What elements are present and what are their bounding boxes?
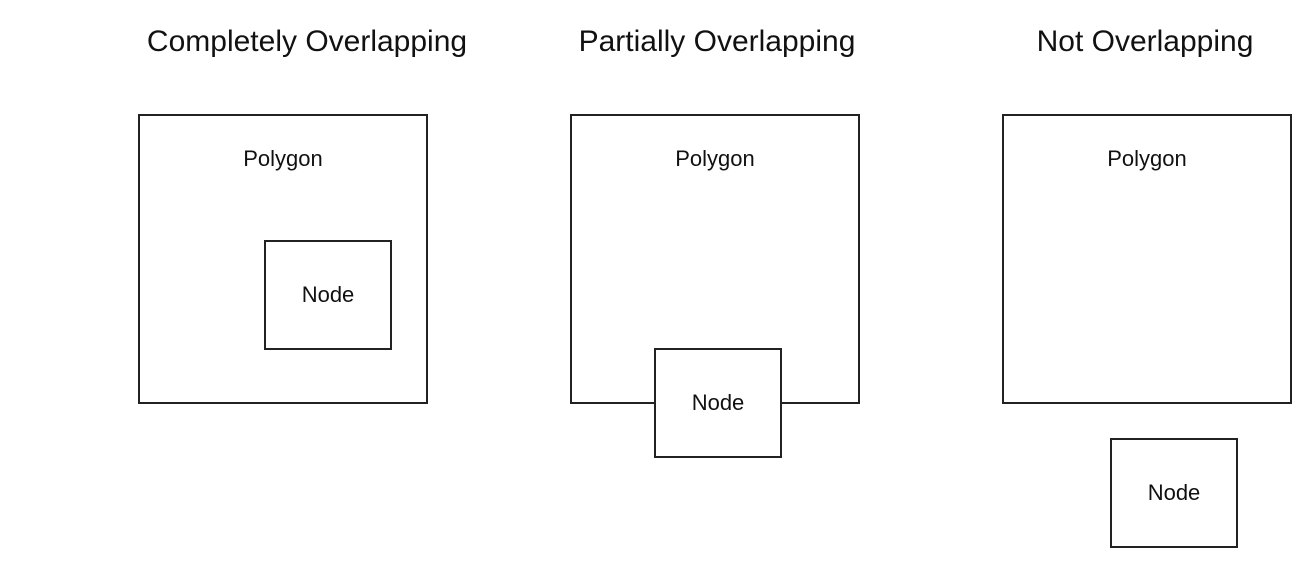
panel-title-not-overlapping: Not Overlapping (1036, 25, 1254, 58)
node-not-overlapping: Node (1110, 438, 1238, 548)
polygon-not-overlapping: Polygon (1002, 114, 1292, 404)
polygon-label: Polygon (675, 146, 755, 171)
polygon-label: Polygon (1107, 146, 1187, 171)
panel-title-completely-overlapping: Completely Overlapping (146, 25, 468, 58)
polygon-label: Polygon (243, 146, 323, 171)
node-partially-overlapping: Node (654, 348, 782, 458)
panel-title-partially-overlapping: Partially Overlapping (578, 25, 856, 58)
node-completely-overlapping: Node (264, 240, 392, 350)
